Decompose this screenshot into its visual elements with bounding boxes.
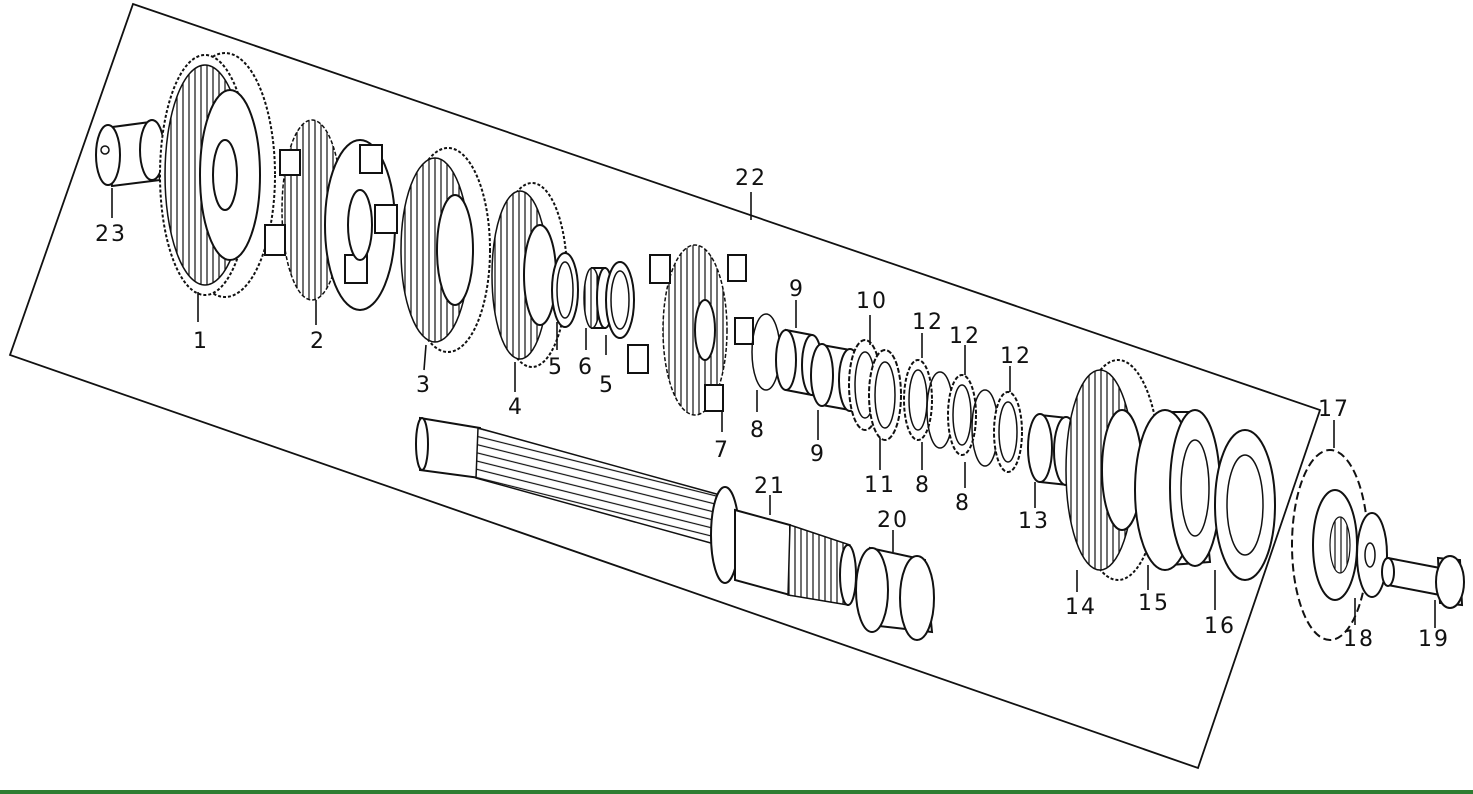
callout-15: 15 xyxy=(1138,591,1170,616)
callout-17: 17 xyxy=(1318,397,1350,422)
callout-14: 14 xyxy=(1065,595,1097,620)
gear-part-2 xyxy=(264,119,398,311)
callout-8b: 8 xyxy=(915,473,931,498)
callout-6: 6 xyxy=(578,355,594,380)
callout-9a: 9 xyxy=(789,277,805,302)
callout-20: 20 xyxy=(877,508,909,533)
bolt-part-19 xyxy=(1381,555,1465,609)
callout-1: 1 xyxy=(193,329,209,354)
washer-part-5a xyxy=(551,252,579,328)
callout-11: 11 xyxy=(864,473,896,498)
callout-12b: 12 xyxy=(949,324,981,349)
spline-washer-part-11 xyxy=(868,349,902,441)
callout-5b: 5 xyxy=(599,373,615,398)
callout-13: 13 xyxy=(1018,509,1050,534)
gear-part-7 xyxy=(627,244,754,416)
washer-part-18 xyxy=(1356,512,1388,598)
washer-part-5b xyxy=(605,261,635,339)
callout-5a: 5 xyxy=(548,355,564,380)
footer-bar xyxy=(0,790,1473,794)
washer-part-12c xyxy=(993,391,1023,473)
bushing-part-9a xyxy=(775,328,823,397)
bearing-part-15 xyxy=(1134,409,1221,571)
callout-10: 10 xyxy=(856,289,888,314)
washer-part-12b xyxy=(947,374,977,456)
bushing-part-23 xyxy=(95,119,165,188)
callout-4: 4 xyxy=(508,395,524,420)
shaft-part-21 xyxy=(415,416,857,606)
assembly-boundary xyxy=(8,2,1322,770)
callout-3: 3 xyxy=(416,373,432,398)
callout-18: 18 xyxy=(1343,627,1375,652)
callout-23: 23 xyxy=(95,222,127,247)
callout-19: 19 xyxy=(1418,627,1450,652)
gear-part-3 xyxy=(400,147,491,353)
callout-labels: 23 1 2 3 4 5 6 5 7 8 9 9 10 11 12 8 12 8… xyxy=(95,166,1450,652)
callout-9b: 9 xyxy=(810,442,826,467)
gear-part-4 xyxy=(491,182,568,368)
gear-part-1 xyxy=(159,52,276,298)
callout-2: 2 xyxy=(310,329,326,354)
sleeve-part-20 xyxy=(855,546,935,641)
callout-22: 22 xyxy=(735,166,767,191)
callout-12c: 12 xyxy=(1000,344,1032,369)
oil-seal-part-16 xyxy=(1214,429,1276,581)
callout-8a: 8 xyxy=(750,418,766,443)
callout-8c: 8 xyxy=(955,491,971,516)
callout-21: 21 xyxy=(754,474,786,499)
leader-lines xyxy=(111,188,1436,628)
callout-16: 16 xyxy=(1204,614,1236,639)
callout-7: 7 xyxy=(714,438,730,463)
callout-12a: 12 xyxy=(912,310,944,335)
sprocket-part-17 xyxy=(1291,449,1369,641)
